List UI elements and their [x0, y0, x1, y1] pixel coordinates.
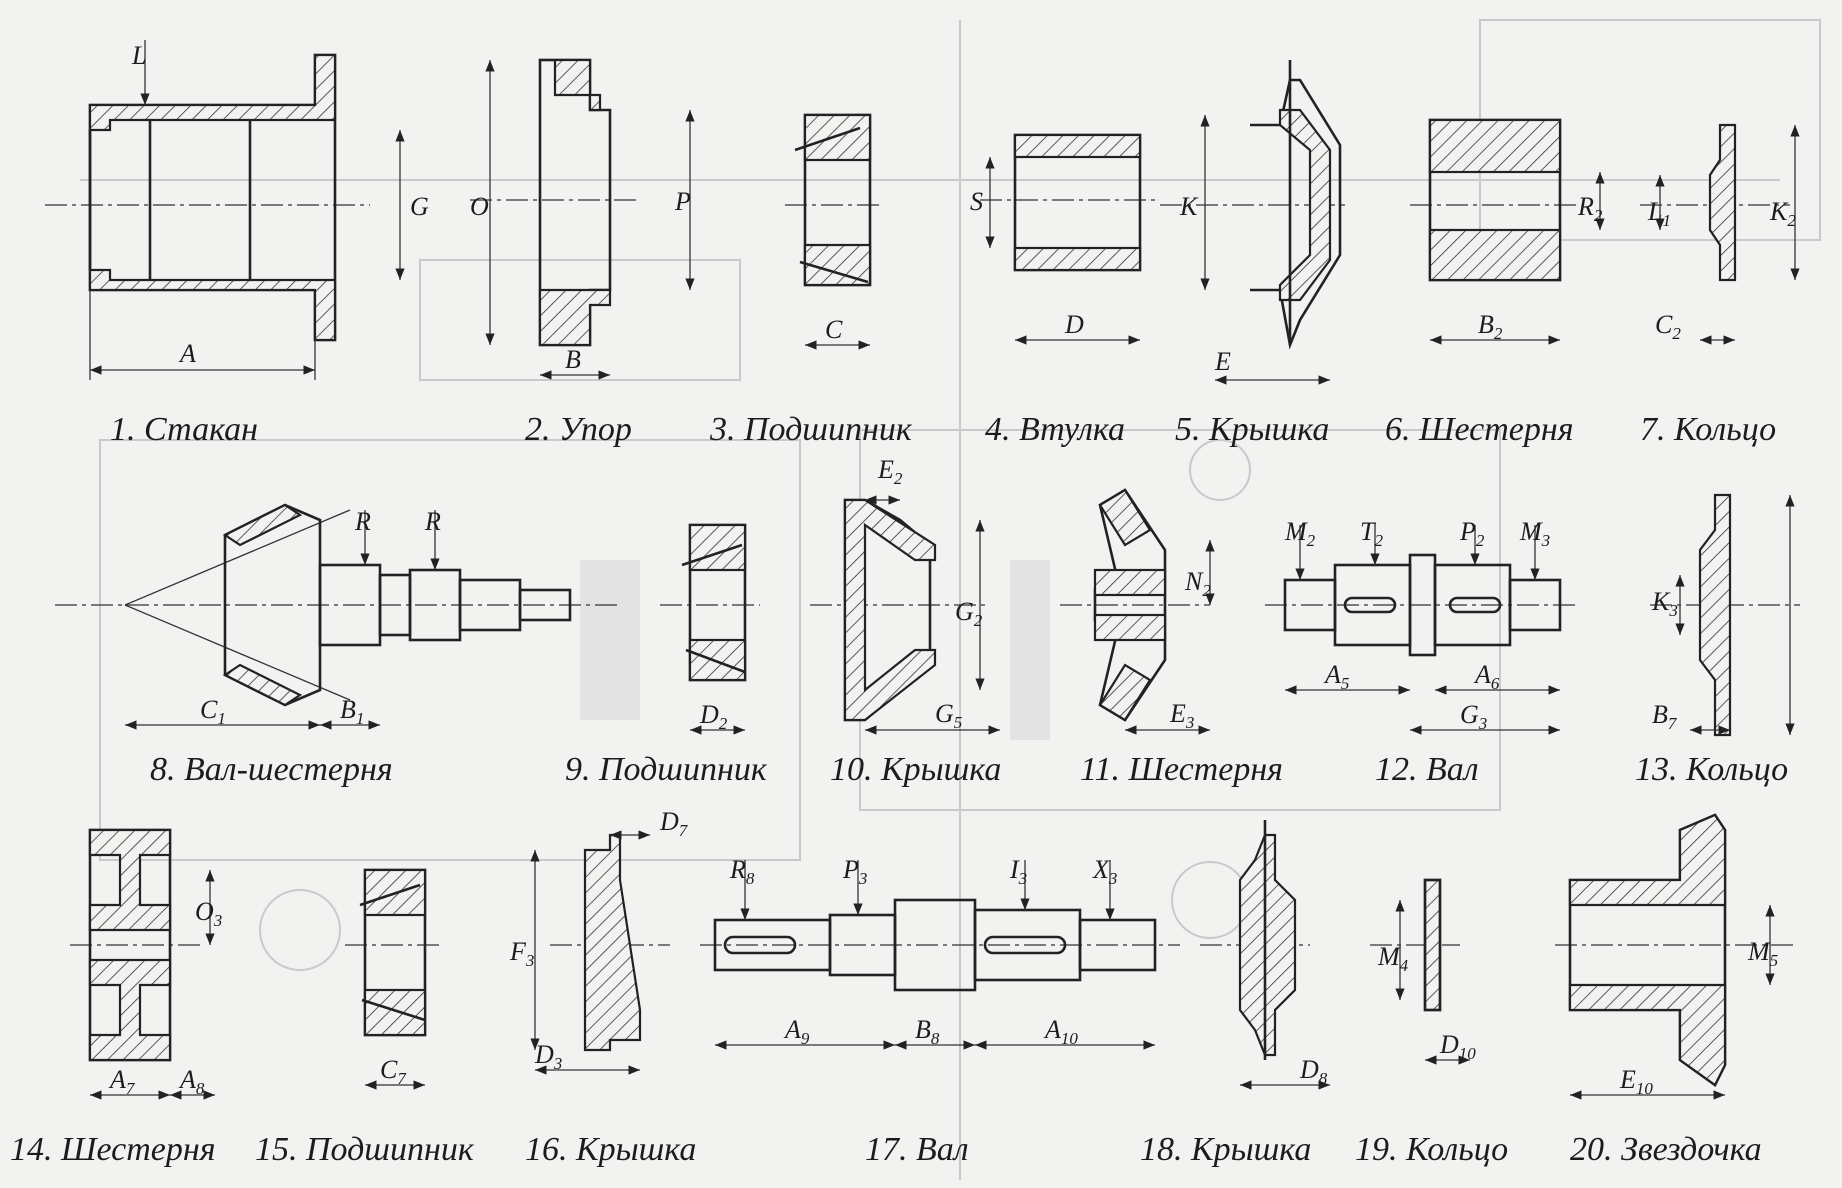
dim-L: L — [131, 41, 146, 70]
dim-D7: D7 — [659, 807, 689, 840]
caption-part-14: 14. Шестерня — [10, 1131, 216, 1168]
dim-D: D — [1064, 310, 1084, 339]
part-14-gear-drawing: O3 A7 A8 — [70, 828, 222, 1100]
part-19-ring-drawing: M4 D10 — [1370, 878, 1476, 1065]
part-11-gear-drawing: N2 E3 — [1060, 488, 1215, 735]
part-4-bushing-drawing: S D — [970, 133, 1160, 345]
dim-G3: G3 — [1460, 700, 1487, 733]
dim-B2: B2 — [1478, 310, 1503, 343]
dim-M5: M5 — [1747, 937, 1778, 970]
part-7-ring-drawing: L1 K2 C2 — [1640, 123, 1800, 345]
dim-D10: D10 — [1439, 1030, 1476, 1063]
caption-part-6: 6. Шестерня — [1385, 411, 1574, 448]
dim-G5: G5 — [935, 699, 962, 732]
dim-A8: A8 — [178, 1065, 205, 1098]
dim-M4: M4 — [1377, 942, 1409, 975]
caption-part-13: 13. Кольцо — [1635, 751, 1788, 788]
dim-A7: A7 — [108, 1065, 136, 1098]
dim-R-a: R — [354, 507, 371, 536]
dim-S: S — [970, 187, 983, 216]
dim-E2: E2 — [877, 455, 903, 488]
caption-part-4: 4. Втулка — [985, 411, 1125, 448]
caption-part-20: 20. Звездочка — [1570, 1131, 1762, 1168]
dim-B8: B8 — [915, 1015, 940, 1048]
dim-K3: K3 — [1651, 587, 1678, 620]
caption-part-15: 15. Подшипник — [255, 1131, 475, 1168]
dim-C7: C7 — [380, 1055, 407, 1088]
caption-part-7: 7. Кольцо — [1640, 411, 1776, 448]
caption-part-3: 3. Подшипник — [709, 411, 913, 448]
dim-D3: D3 — [534, 1040, 562, 1073]
dim-N2: N2 — [1184, 567, 1211, 600]
part-9-bearing-drawing: D2 — [660, 523, 760, 735]
dim-K: K — [1179, 192, 1199, 221]
part-17-shaft-drawing: R8 P3 I3 X3 A9 B8 A10 — [700, 855, 1180, 1050]
dim-A6: A6 — [1473, 660, 1500, 693]
dim-O3: O3 — [195, 897, 222, 930]
part-3-bearing-drawing: C — [785, 113, 880, 350]
dim-O: O — [470, 192, 489, 221]
dim-E: E — [1214, 347, 1231, 376]
dim-G2: G2 — [955, 597, 983, 630]
caption-part-11: 11. Шестерня — [1080, 751, 1283, 788]
dim-L1: L1 — [1647, 197, 1671, 230]
caption-part-1: 1. Стакан — [110, 411, 258, 448]
caption-part-9: 9. Подшипник — [565, 751, 768, 788]
caption-part-16: 16. Крышка — [525, 1131, 696, 1168]
dim-B1: B1 — [340, 695, 364, 728]
part-6-gear-drawing: R2 B2 — [1410, 118, 1605, 345]
dim-R8: R8 — [729, 855, 755, 888]
dim-C2: C2 — [1655, 310, 1681, 343]
dim-P: P — [674, 187, 691, 216]
dim-B7: B7 — [1652, 700, 1678, 733]
dim-A: A — [178, 339, 196, 368]
dim-A5: A5 — [1323, 660, 1349, 693]
caption-part-10: 10. Крышка — [830, 751, 1001, 788]
dim-A9: A9 — [783, 1015, 810, 1048]
dim-I3: I3 — [1009, 855, 1027, 888]
dim-T2: T2 — [1360, 517, 1383, 550]
caption-part-17: 17. Вал — [865, 1131, 969, 1168]
dim-E3: E3 — [1169, 699, 1194, 732]
dim-M3: M3 — [1519, 517, 1550, 550]
dim-F3: F3 — [509, 937, 534, 970]
part-8-gear-shaft-drawing: R R C1 B1 — [55, 503, 620, 730]
caption-part-2: 2. Упор — [525, 411, 632, 448]
dim-R-b: R — [424, 507, 441, 536]
dim-R2: R2 — [1577, 192, 1603, 225]
dim-P2: P2 — [1459, 517, 1485, 550]
dim-P3: P3 — [842, 855, 867, 888]
part-13-ring-drawing: K3 B7 — [1650, 493, 1800, 737]
part-18-cover-drawing: D8 — [1200, 820, 1330, 1090]
part-1-sleeve-drawing: L G A — [45, 40, 429, 380]
dim-K2: K2 — [1769, 197, 1796, 230]
dim-D8: D8 — [1299, 1055, 1328, 1088]
part-5-cover-drawing: K E — [1160, 60, 1345, 385]
part-16-cover-drawing: D7 F3 D3 — [509, 807, 689, 1075]
caption-part-8: 8. Вал-шестерня — [150, 751, 393, 788]
caption-part-12: 12. Вал — [1375, 751, 1479, 788]
dim-B: B — [565, 345, 581, 374]
caption-part-19: 19. Кольцо — [1355, 1131, 1508, 1168]
dim-G: G — [410, 192, 429, 221]
dim-X3: X3 — [1092, 855, 1117, 888]
part-2-stop-drawing: O P B — [470, 58, 695, 380]
caption-part-5: 5. Крышка — [1175, 411, 1329, 448]
part-15-bearing-drawing: C7 — [345, 868, 440, 1090]
dim-C: C — [825, 315, 843, 344]
part-10-cover-drawing: E2 G2 G5 — [810, 455, 1000, 735]
dim-D2: D2 — [699, 700, 728, 733]
dim-E10: E10 — [1619, 1065, 1653, 1098]
part-20-sprocket-drawing: M5 E10 — [1555, 813, 1795, 1100]
dim-A10: A10 — [1043, 1015, 1078, 1048]
dim-C1: C1 — [200, 695, 226, 728]
dim-M2: M2 — [1284, 517, 1316, 550]
part-12-shaft-drawing: M2 T2 P2 M3 A5 A6 G3 — [1265, 517, 1575, 735]
caption-part-18: 18. Крышка — [1140, 1131, 1311, 1168]
